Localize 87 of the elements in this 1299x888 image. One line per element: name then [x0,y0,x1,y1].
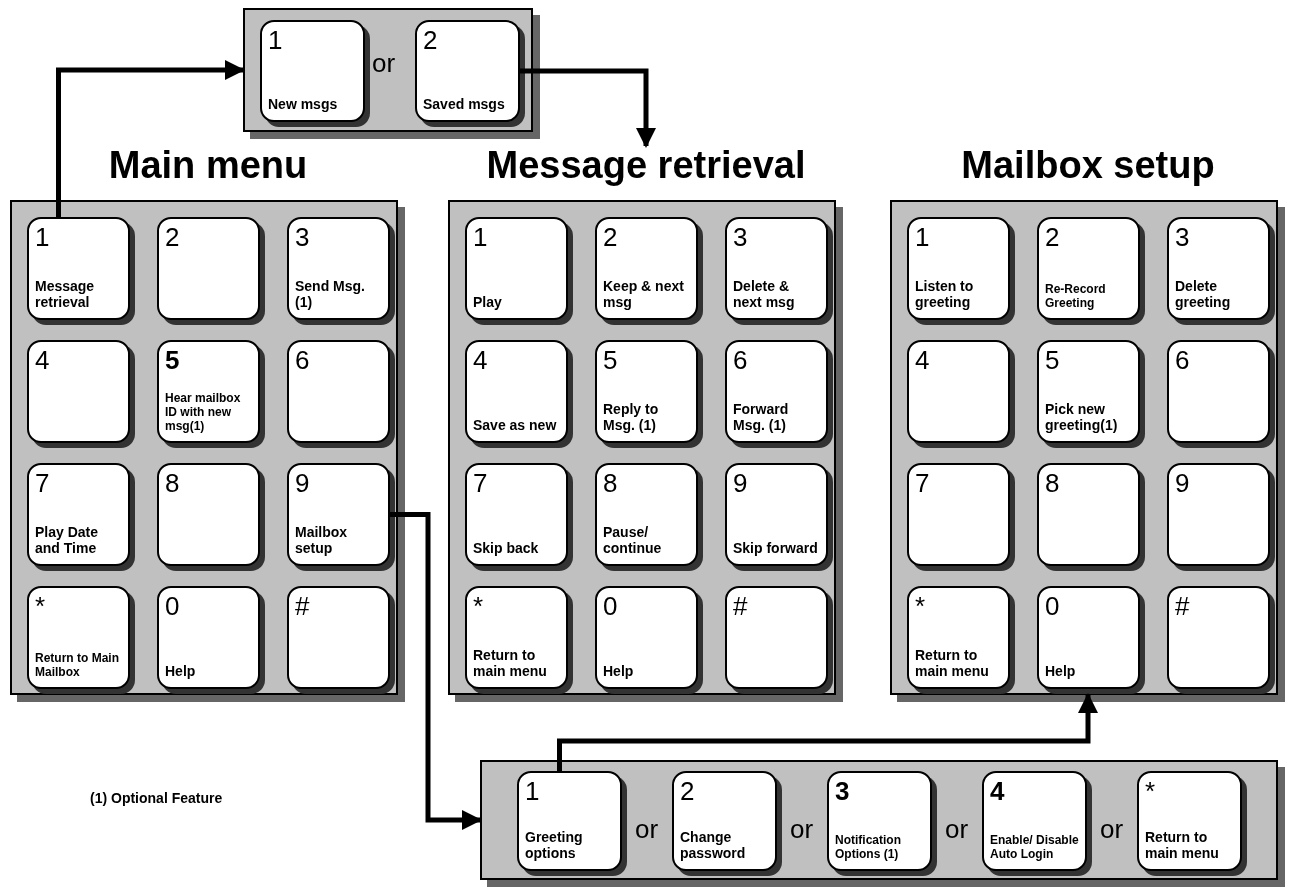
key-digit: * [473,592,484,620]
key-digit: 3 [733,223,748,251]
key-digit: 2 [1045,223,1060,251]
key-label: Greeting options [525,829,584,861]
key-digit: 6 [1175,346,1190,374]
key-digit: 2 [165,223,180,251]
key-digit: 1 [915,223,930,251]
key-label: Forward Msg. (1) [733,401,790,433]
key-digit: 3 [835,777,850,805]
key-digit: 1 [35,223,50,251]
key-label: Help [165,663,196,679]
key-label: Pick new greeting(1) [1045,401,1119,433]
key-digit: 5 [603,346,618,374]
key-label: Send Msg. (1) [295,278,366,310]
key-label: Help [1045,663,1076,679]
key-label: Help [603,663,634,679]
arrow [520,68,656,148]
key-label: Enable/ Disable Auto Login [990,833,1079,861]
key-label: New msgs [268,96,338,112]
key-digit: 0 [1045,592,1060,620]
key-label: Hear mailbox ID with new msg(1) [165,391,242,433]
key-label: Play Date and Time [35,524,100,556]
key-digit: # [733,592,748,620]
key-digit: 2 [423,26,438,54]
key-label: Play [473,294,502,310]
key-digit: 8 [603,469,618,497]
key-digit: 7 [473,469,488,497]
key-label: Pause/ continue [603,524,663,556]
key-digit: 6 [733,346,748,374]
key-digit: * [915,592,926,620]
key-label: Skip forward [733,540,818,556]
key-digit: 4 [990,777,1005,805]
key-label: Reply to Msg. (1) [603,401,660,433]
key-digit: # [295,592,310,620]
key-label: Delete & next msg [733,278,796,310]
key-digit: 3 [1175,223,1190,251]
panel-heading: Message retrieval [485,143,807,188]
key-label: Return to Main Mailbox [35,651,120,679]
key-digit: 4 [473,346,488,374]
arrow [390,512,482,830]
or-text: or [635,814,659,845]
panel-heading: Mailbox setup [960,143,1216,188]
key-digit: 4 [915,346,930,374]
key-digit: 8 [1045,469,1060,497]
key-digit: 7 [35,469,50,497]
panel-heading: Main menu [107,143,309,188]
key-digit: 0 [603,592,618,620]
key-label: Keep & next msg [603,278,685,310]
or-text: or [1100,814,1124,845]
key-digit: 8 [165,469,180,497]
key-digit: # [1175,592,1190,620]
or-text: or [790,814,814,845]
key-label: Save as new [473,417,557,433]
key-digit: 7 [915,469,930,497]
footnote-text: (1) Optional Feature [90,790,223,806]
key-label: Return to main menu [473,647,548,679]
key-digit: 3 [295,223,310,251]
key-label: Skip back [473,540,539,556]
key-digit: 1 [268,26,283,54]
key-digit: 0 [165,592,180,620]
key-label: Mailbox setup [295,524,349,556]
or-text: or [945,814,969,845]
key-label: Change password [680,829,747,861]
key-digit: 9 [733,469,748,497]
key-label: Return to main menu [1145,829,1220,861]
or-text: or [372,48,396,79]
key-digit: 5 [165,346,180,374]
key-digit: 9 [295,469,310,497]
key-label: Return to main menu [915,647,990,679]
key-digit: * [1145,777,1156,805]
key-digit: * [35,592,46,620]
key-label: Message retrieval [35,278,96,310]
arrow [557,693,1098,771]
key-digit: 1 [473,223,488,251]
key-label: Saved msgs [423,96,505,112]
key-digit: 5 [1045,346,1060,374]
key-label: Delete greeting [1175,278,1232,310]
key-label: Re-Record Greeting [1045,282,1107,310]
key-digit: 2 [603,223,618,251]
key-digit: 4 [35,346,50,374]
key-label: Notification Options (1) [835,833,902,861]
key-digit: 1 [525,777,540,805]
key-digit: 9 [1175,469,1190,497]
arrow [56,60,245,217]
key-label: Listen to greeting [915,278,975,310]
key-digit: 2 [680,777,695,805]
key-digit: 6 [295,346,310,374]
